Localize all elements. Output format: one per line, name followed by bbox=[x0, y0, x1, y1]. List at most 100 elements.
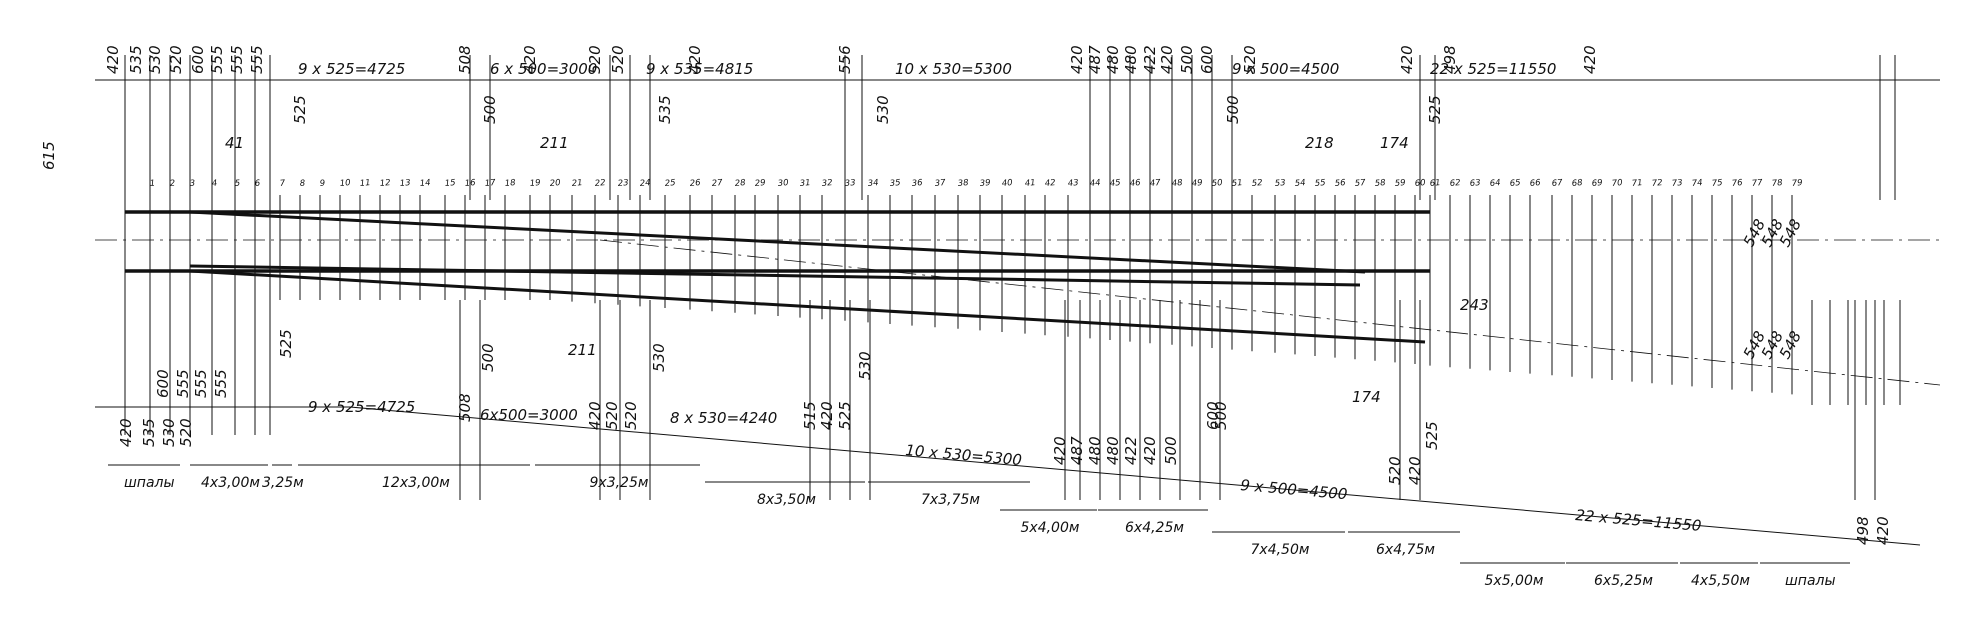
sleeper-number: 16 bbox=[464, 178, 476, 189]
sleeper-number: 38 bbox=[957, 178, 969, 189]
sleeper-number: 22 bbox=[594, 178, 606, 189]
sleeper-number: 15 bbox=[444, 178, 456, 189]
bottom-vert-dim: 555 bbox=[192, 369, 210, 398]
sleeper-number: 14 bbox=[419, 178, 431, 189]
top-dim-value: 420 bbox=[1068, 45, 1086, 74]
bottom-vert-dim: 525 bbox=[277, 329, 295, 358]
offset-dim: 615 bbox=[40, 141, 58, 170]
bottom-left-dim: 420 bbox=[117, 418, 135, 447]
section-label: 3,25м bbox=[262, 475, 304, 491]
top-dim-value: 500 bbox=[1178, 45, 1196, 74]
bottom-vert-dim: 420 bbox=[1051, 436, 1069, 465]
offset-dim: 211 bbox=[540, 134, 569, 152]
section-label: 6x5,25м bbox=[1594, 573, 1653, 589]
top-dim-value: 487 bbox=[1086, 45, 1104, 74]
top-dim-value: 520 bbox=[609, 45, 627, 74]
sleeper-number: 34 bbox=[867, 178, 879, 189]
bottom-vert-dim: 600 bbox=[154, 369, 172, 398]
sleeper-number: 33 bbox=[844, 178, 856, 189]
offset-dim: 218 bbox=[1305, 134, 1334, 152]
top-dim-value: 600 bbox=[189, 45, 207, 74]
sleeper-number: 11 bbox=[359, 178, 371, 189]
sleeper-number: 47 bbox=[1149, 178, 1161, 189]
section-label: 7x4,50м bbox=[1251, 542, 1310, 558]
sleeper-number: 58 bbox=[1374, 178, 1386, 189]
sleeper-number: 25 bbox=[664, 178, 676, 189]
bottom-vert-dim: 500 bbox=[1212, 401, 1230, 430]
top-dim-value: 480 bbox=[1122, 45, 1140, 74]
section-label: 6x4,75м bbox=[1376, 542, 1435, 558]
sleeper-number: 56 bbox=[1334, 178, 1346, 189]
bottom-dim-line-slope bbox=[349, 406, 1921, 546]
bottom-vert-dim: 420 bbox=[818, 401, 836, 430]
sleeper-number: 10 bbox=[339, 178, 351, 189]
top-dim-value: 480 bbox=[1104, 45, 1122, 74]
sleeper-number: 24 bbox=[639, 178, 651, 189]
bottom-vert-dim: 420 bbox=[1874, 516, 1892, 545]
top-dim-value: 420 bbox=[1581, 45, 1599, 74]
bottom-vert-dim: 480 bbox=[1086, 436, 1104, 465]
top-dim-value: 420 bbox=[1398, 45, 1416, 74]
bottom-span-dim: 9 x 500=4500 bbox=[1240, 476, 1349, 503]
sleeper-number: 53 bbox=[1274, 178, 1286, 189]
sleeper-number: 7 bbox=[279, 179, 286, 189]
sleeper-number: 43 bbox=[1067, 178, 1079, 189]
section-label: 8x3,50м bbox=[757, 492, 816, 508]
section-label: 9x3,25м bbox=[590, 475, 649, 491]
sleeper-number: 44 bbox=[1089, 178, 1101, 189]
top-vert-dim: 500 bbox=[481, 95, 499, 124]
bottom-vert-dim: 530 bbox=[650, 343, 668, 372]
bottom-span-dim: 22 x 525=11550 bbox=[1575, 506, 1703, 535]
sleeper-number: 23 bbox=[617, 178, 629, 189]
sleeper-number: 74 bbox=[1691, 178, 1703, 189]
top-dim-value: 520 bbox=[1241, 45, 1259, 74]
top-dim-value: 520 bbox=[167, 45, 185, 74]
sleeper-number: 35 bbox=[889, 178, 901, 189]
sleeper-number: 48 bbox=[1171, 178, 1183, 189]
top-dim-value: 420 bbox=[521, 45, 539, 74]
sleeper-number: 18 bbox=[504, 178, 516, 189]
sleeper-numbers: 1234567891011121314151617181920212223242… bbox=[149, 178, 1803, 189]
bottom-vert-dim: 420 bbox=[1141, 436, 1159, 465]
bottom-vert-dim: 520 bbox=[622, 401, 640, 430]
section-label: 6x4,25м bbox=[1125, 520, 1184, 536]
diverging-rail-3 bbox=[189, 269, 1426, 344]
top-dim-span: 10 x 530=5300 bbox=[895, 60, 1012, 78]
bottom-left-dim: 520 bbox=[177, 418, 195, 447]
sleeper-number: 26 bbox=[689, 178, 701, 189]
bottom-span-dim: 10 x 530=5300 bbox=[905, 441, 1023, 469]
bottom-vert-dim: 515 bbox=[801, 401, 819, 430]
sleeper-number: 71 bbox=[1631, 178, 1643, 189]
bottom-left-dim: 530 bbox=[160, 418, 178, 447]
mid-dim: 174 bbox=[1352, 388, 1381, 406]
top-dim-value: 555 bbox=[228, 45, 246, 74]
sleeper-number: 17 bbox=[484, 178, 496, 189]
top-dim-value: 420 bbox=[686, 45, 704, 74]
top-vert-dim: 535 bbox=[656, 95, 674, 124]
sleeper-number: 78 bbox=[1771, 178, 1783, 189]
bottom-vert-dim: 500 bbox=[1162, 436, 1180, 465]
top-vert-dim: 525 bbox=[291, 95, 309, 124]
bottom-vert-dim: 520 bbox=[1386, 456, 1404, 485]
top-dim-value: 600 bbox=[1198, 45, 1216, 74]
sleeper-number: 40 bbox=[1001, 178, 1013, 189]
sleeper-number: 12 bbox=[379, 178, 391, 189]
offset-dim: 41 bbox=[225, 134, 244, 152]
top-dim-span: 9 x 525=4725 bbox=[298, 60, 405, 78]
sleeper-number: 42 bbox=[1044, 178, 1056, 189]
bottom-vert-dim: 500 bbox=[479, 343, 497, 372]
sleeper-number: 32 bbox=[821, 178, 833, 189]
sleeper-number: 21 bbox=[571, 178, 583, 189]
sleeper-number: 3 bbox=[189, 179, 195, 189]
rails bbox=[95, 210, 1941, 386]
sleeper-number: 31 bbox=[799, 178, 811, 189]
sleeper-number: 37 bbox=[934, 178, 946, 189]
mid-dim: 243 bbox=[1460, 296, 1489, 314]
sleeper-number: 46 bbox=[1129, 178, 1141, 189]
sleeper-number: 62 bbox=[1449, 178, 1461, 189]
sleeper-number: 57 bbox=[1354, 178, 1366, 189]
